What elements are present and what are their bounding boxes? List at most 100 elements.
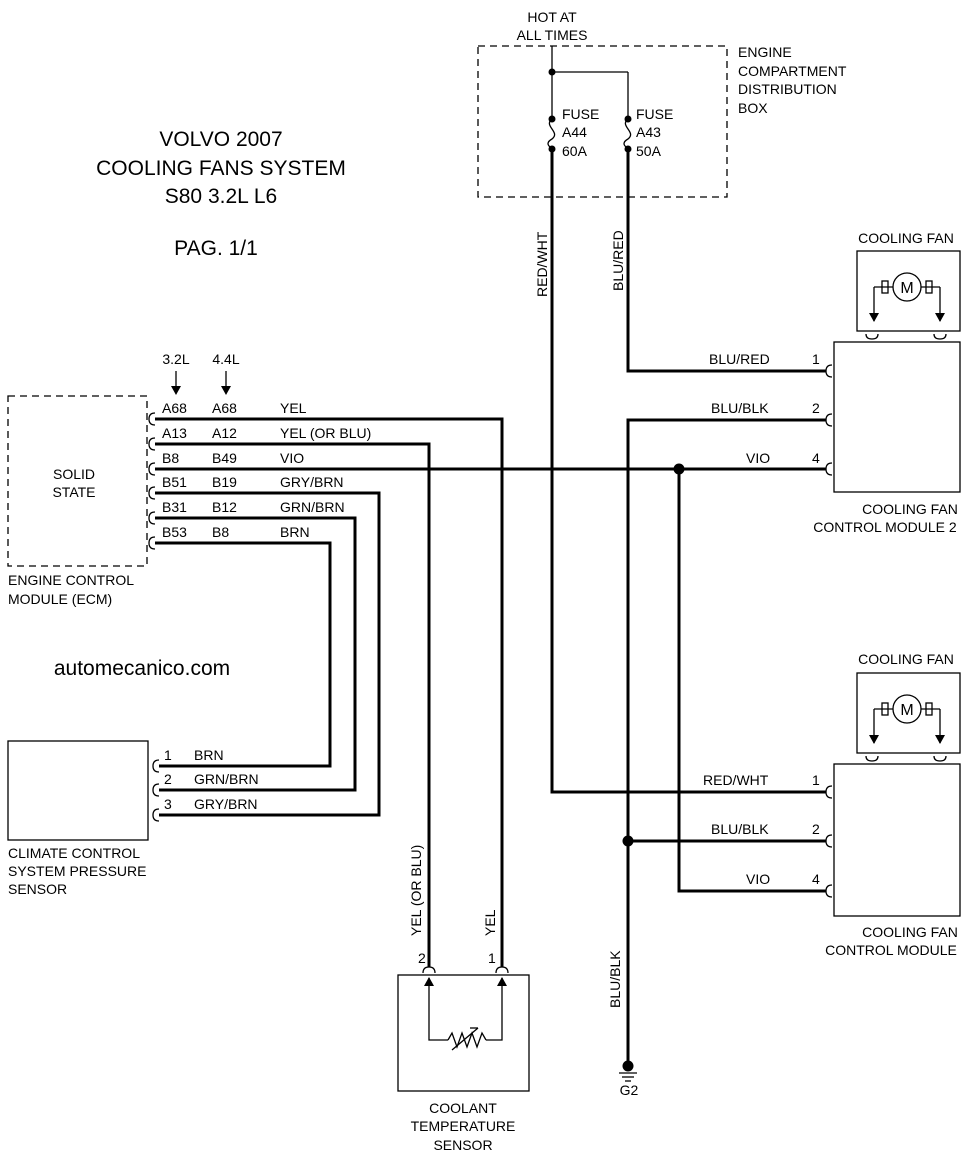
title-line-2: COOLING FANS SYSTEM <box>96 157 346 180</box>
distribution-box-label-1: ENGINE <box>738 44 792 60</box>
ecm-col-44-label: 4.4L <box>212 351 239 367</box>
coolant-sensor-connector-1 <box>495 966 509 974</box>
fan-2-label: COOLING FAN <box>858 230 954 246</box>
ecm-inner-line-1: SOLID <box>53 466 95 482</box>
ecm-pin-row: B51 B19 GRY/BRN <box>148 474 344 500</box>
ecm-wire-color: VIO <box>280 450 304 466</box>
ecm-pin-44: B12 <box>212 499 237 515</box>
fan-2-pin-number: 2 <box>812 400 820 416</box>
coolant-sensor-label-2: TEMPERATURE <box>411 1118 516 1134</box>
watermark: automecanico.com <box>54 657 230 680</box>
distribution-box-outline <box>477 45 728 198</box>
fan-1-module-label-2: CONTROL MODULE <box>825 942 957 958</box>
ecm-pin-32: B51 <box>162 474 187 490</box>
wire-yel-or-blu <box>155 442 431 967</box>
fan-2-pin-number: 4 <box>812 450 820 466</box>
fan-1-wire-color: BLU/BLK <box>711 821 769 837</box>
ecm-wire-color: YEL (OR BLU) <box>280 425 371 441</box>
fan-2-pin: 4 VIO <box>746 450 833 476</box>
ecm-inner-line-2: STATE <box>52 484 95 500</box>
pressure-sensor-pin-number: 2 <box>164 771 172 787</box>
pressure-sensor-wire-color: GRY/BRN <box>194 796 258 812</box>
fan-1-pin-number: 1 <box>812 772 820 788</box>
ecm-pin-32: B53 <box>162 524 187 540</box>
fuse-a43-word: FUSE <box>636 106 673 122</box>
wire-blu-blk <box>626 418 826 1062</box>
coolant-sensor-label-3: SENSOR <box>433 1137 492 1153</box>
ecm-pin-row: A13 A12 YEL (OR BLU) <box>148 425 371 451</box>
splice-blu-blk <box>622 835 634 847</box>
page-number: PAG. 1/1 <box>174 237 258 260</box>
fan-1-pin: 2 BLU/BLK <box>711 821 833 848</box>
fan-1-module-body <box>833 763 961 917</box>
coolant-sensor-body <box>397 974 530 1092</box>
fuse-a44-word: FUSE <box>562 106 599 122</box>
ecm-pin-row: A68 A68 YEL <box>148 400 307 426</box>
fan-module-1: COOLING FAN M COOLING FAN CONTROL MODULE… <box>703 651 961 958</box>
coolant-sensor-pin-2: 2 <box>418 950 426 966</box>
fuse-a44-id: A44 <box>562 124 587 140</box>
pressure-sensor-body <box>7 740 149 841</box>
pressure-sensor-wire-color: GRN/BRN <box>194 771 259 787</box>
ground-label: G2 <box>620 1082 639 1098</box>
wire-brn <box>155 541 332 768</box>
title-line-1: VOLVO 2007 <box>159 128 282 151</box>
ecm-col-32-label: 3.2L <box>162 351 189 367</box>
pressure-sensor-pin: 1 BRN <box>152 747 224 773</box>
pressure-sensor-label-1: CLIMATE CONTROL <box>8 845 140 861</box>
fan-2-pin: 1 BLU/RED <box>709 351 833 378</box>
wire-label-blu-red: BLU/RED <box>610 230 626 291</box>
fuse-a44: FUSE A44 60A <box>547 106 599 159</box>
fuse-a43-id: A43 <box>636 124 661 140</box>
fan-1-pin-number: 2 <box>812 821 820 837</box>
fan-1-pin-number: 4 <box>812 871 820 887</box>
ecm-wire-color: GRN/BRN <box>280 499 345 515</box>
pressure-sensor-pin-number: 1 <box>164 747 172 763</box>
pressure-sensor-label-2: SYSTEM PRESSURE <box>8 863 146 879</box>
hot-label-line-2: ALL TIMES <box>517 27 588 43</box>
fan-2-pin-number: 1 <box>812 351 820 367</box>
ecm-wire-color: GRY/BRN <box>280 474 344 490</box>
splice-vio <box>673 463 685 475</box>
hot-label-line-1: HOT AT <box>527 9 577 25</box>
title-line-3: S80 3.2L L6 <box>165 185 278 208</box>
ecm-pin-32: A13 <box>162 425 187 441</box>
ecm-pin-32: A68 <box>162 400 187 416</box>
ecm-pin-44: A68 <box>212 400 237 416</box>
pressure-sensor-wire-color: BRN <box>194 747 224 763</box>
ecm-pin-32: B31 <box>162 499 187 515</box>
coolant-sensor: COOLANT TEMPERATURE SENSOR 2 1 <box>397 950 530 1153</box>
wire-label-yel: YEL <box>482 909 498 936</box>
fuse-a44-rating: 60A <box>562 143 588 159</box>
bus-junction-dot <box>548 68 556 76</box>
ecm-pin-44: B49 <box>212 450 237 466</box>
fan-2-module-label-1: COOLING FAN <box>862 501 958 517</box>
fan-1-label: COOLING FAN <box>858 651 954 667</box>
wire-gry-brn <box>155 491 381 817</box>
ecm-pin-32: B8 <box>162 450 179 466</box>
wire-label-yel-or-blu: YEL (OR BLU) <box>408 845 424 936</box>
ecm-name-line-1: ENGINE CONTROL <box>8 572 134 588</box>
pressure-sensor-pin-number: 3 <box>164 796 172 812</box>
ecm-pin-row: B53 B8 BRN <box>148 524 310 550</box>
ecm-pin-44: B19 <box>212 474 237 490</box>
distribution-box: HOT AT ALL TIMES ENGINE COMPARTMENT DIST… <box>477 9 847 198</box>
fan-1-module-label-1: COOLING FAN <box>862 924 958 940</box>
ecm-pin-44: A12 <box>212 425 237 441</box>
fan-1-pin: 4 VIO <box>746 871 833 898</box>
distribution-box-label-4: BOX <box>738 100 768 116</box>
fan-1-wire-color: RED/WHT <box>703 772 769 788</box>
distribution-box-label-3: DISTRIBUTION <box>738 81 837 97</box>
wiring: RED/WHT BLU/RED BLU/BLK YEL (OR BLU) YEL… <box>155 150 826 1098</box>
svg-text:M: M <box>900 702 913 719</box>
ecm: SOLID STATE ENGINE CONTROL MODULE (ECM) … <box>7 351 371 607</box>
wire-vio-branch <box>677 469 826 893</box>
wire-red-wht <box>550 150 826 794</box>
coolant-sensor-connector-2 <box>422 966 436 974</box>
pressure-sensor: CLIMATE CONTROL SYSTEM PRESSURE SENSOR 1… <box>7 740 259 897</box>
ecm-wire-color: YEL <box>280 400 307 416</box>
distribution-box-label-2: COMPARTMENT <box>738 63 847 79</box>
pressure-sensor-pin: 2 GRN/BRN <box>152 771 259 797</box>
fuse-a43: FUSE A43 50A <box>623 106 673 159</box>
fan-2-motor-icon: M <box>865 272 947 340</box>
